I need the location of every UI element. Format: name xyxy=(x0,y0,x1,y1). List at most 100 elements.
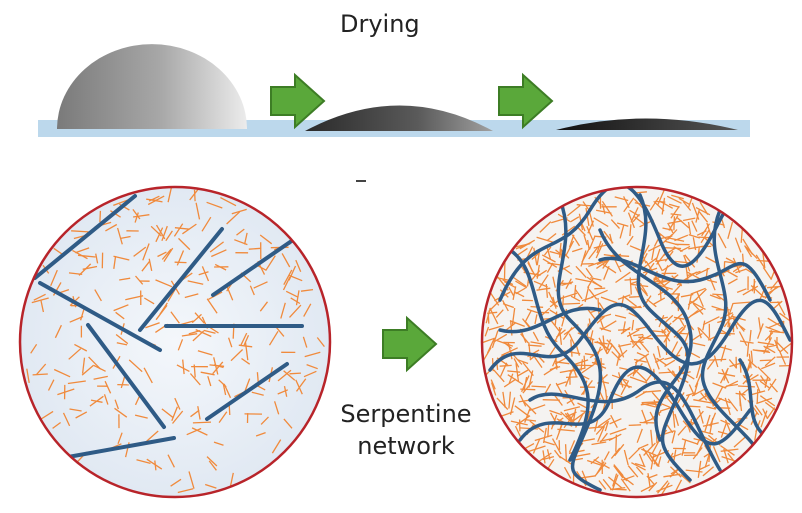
short-rod xyxy=(601,263,617,274)
short-rod xyxy=(206,201,223,209)
short-rod xyxy=(691,220,698,232)
short-rod xyxy=(532,355,543,368)
short-rod xyxy=(285,290,299,298)
short-rod xyxy=(593,217,609,228)
short-rod xyxy=(570,295,581,302)
short-rod xyxy=(288,265,297,281)
short-rod xyxy=(740,229,743,243)
short-rod xyxy=(642,257,658,269)
short-rod xyxy=(650,455,655,470)
short-rod xyxy=(595,421,608,435)
short-rod xyxy=(552,276,556,288)
short-rod xyxy=(78,263,92,276)
short-rod xyxy=(54,324,62,339)
short-rod xyxy=(230,349,244,362)
short-rod xyxy=(647,473,651,487)
short-rod xyxy=(161,408,174,419)
short-rod xyxy=(586,308,596,320)
short-rod xyxy=(757,341,774,346)
short-rod xyxy=(198,271,209,276)
short-rod xyxy=(511,307,516,327)
short-rod xyxy=(733,301,751,305)
short-rod xyxy=(574,453,591,458)
short-rod xyxy=(669,466,682,478)
short-rod xyxy=(603,451,610,461)
short-rod xyxy=(563,466,572,479)
short-rod xyxy=(738,331,748,346)
short-rod xyxy=(653,200,665,212)
right-arrow-icon xyxy=(270,72,326,130)
short-rod xyxy=(664,354,681,361)
short-rod xyxy=(565,240,575,256)
short-rod xyxy=(688,233,700,239)
short-rod xyxy=(617,349,628,359)
short-rod xyxy=(633,198,644,209)
short-rod xyxy=(639,341,650,353)
short-rod xyxy=(306,363,318,370)
short-rod xyxy=(510,420,528,426)
short-rod xyxy=(643,442,656,456)
short-rod xyxy=(493,369,505,383)
short-rod xyxy=(720,421,728,438)
short-rod xyxy=(532,331,539,342)
short-rod xyxy=(595,243,604,259)
short-rod xyxy=(599,437,613,443)
short-rod xyxy=(514,405,530,417)
short-rod xyxy=(253,281,268,289)
short-rod xyxy=(69,408,82,412)
short-rod xyxy=(634,369,647,382)
tall-droplet xyxy=(57,44,247,129)
short-rod xyxy=(631,319,635,331)
short-rod xyxy=(53,247,64,256)
short-rod xyxy=(547,262,563,266)
short-rod xyxy=(597,426,605,442)
short-rod xyxy=(491,330,499,348)
short-rod xyxy=(615,434,618,452)
short-rod xyxy=(755,254,765,268)
short-rod xyxy=(303,370,317,378)
short-rod xyxy=(302,336,308,348)
short-rod xyxy=(548,346,557,357)
serpentine-network-label: Serpentine network xyxy=(331,398,481,462)
short-rod xyxy=(171,406,179,422)
short-rod xyxy=(619,225,625,239)
short-rod xyxy=(562,302,581,305)
short-rod xyxy=(670,205,680,219)
short-rod xyxy=(197,406,201,420)
short-rod xyxy=(255,431,266,437)
short-rod xyxy=(706,222,712,236)
short-rod xyxy=(89,395,104,407)
short-rod xyxy=(32,373,48,376)
short-rod xyxy=(574,288,583,300)
short-rod xyxy=(762,408,769,419)
short-rod xyxy=(671,283,682,295)
short-rod xyxy=(155,227,164,243)
short-rod xyxy=(661,197,666,215)
short-rod xyxy=(268,330,279,346)
short-rod xyxy=(516,369,529,377)
short-rod xyxy=(119,277,131,281)
short-rod xyxy=(136,459,151,465)
short-rod xyxy=(539,221,552,233)
short-rod xyxy=(779,364,792,367)
short-rod xyxy=(702,422,719,427)
short-rod xyxy=(524,310,532,323)
short-rod xyxy=(508,391,512,409)
short-rod xyxy=(549,319,561,333)
short-rod xyxy=(622,475,635,481)
short-rod xyxy=(30,343,38,354)
short-rod xyxy=(686,309,699,320)
short-rod xyxy=(618,343,632,348)
short-rod xyxy=(556,381,567,386)
short-rod xyxy=(609,233,613,244)
short-rod xyxy=(125,295,144,301)
short-rod xyxy=(57,388,75,396)
short-rod xyxy=(654,279,669,283)
short-rod xyxy=(641,253,648,264)
short-rod xyxy=(778,349,787,365)
short-rod xyxy=(47,379,55,391)
short-rod xyxy=(218,411,228,423)
short-rod xyxy=(191,427,208,436)
short-rod xyxy=(757,366,771,381)
short-rod xyxy=(642,244,650,257)
